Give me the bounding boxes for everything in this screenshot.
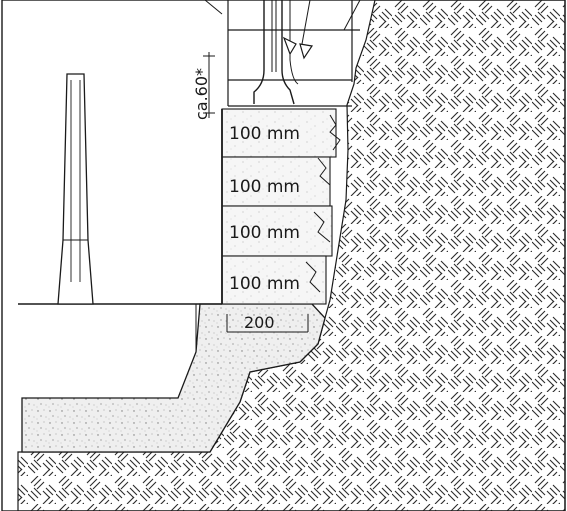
layer-label-1: 100 mm [229, 124, 300, 144]
layer-label-3: 100 mm [229, 223, 300, 243]
upper-wall [204, 0, 361, 107]
height-dimension: ca.60* [192, 52, 215, 120]
kerb-post [57, 73, 94, 305]
flow-arrow-icon-2 [299, 43, 314, 60]
layer-label-2: 100 mm [229, 177, 300, 197]
flow-arrow-icon [282, 36, 297, 56]
drain-channel [253, 0, 311, 105]
width-dimension: 200 [226, 313, 309, 333]
base-layers [221, 108, 341, 305]
layer-3 [221, 205, 333, 257]
height-dimension-label: ca.60* [192, 68, 211, 120]
layer-label-4: 100 mm [229, 274, 300, 294]
width-dimension-label: 200 [244, 313, 275, 332]
